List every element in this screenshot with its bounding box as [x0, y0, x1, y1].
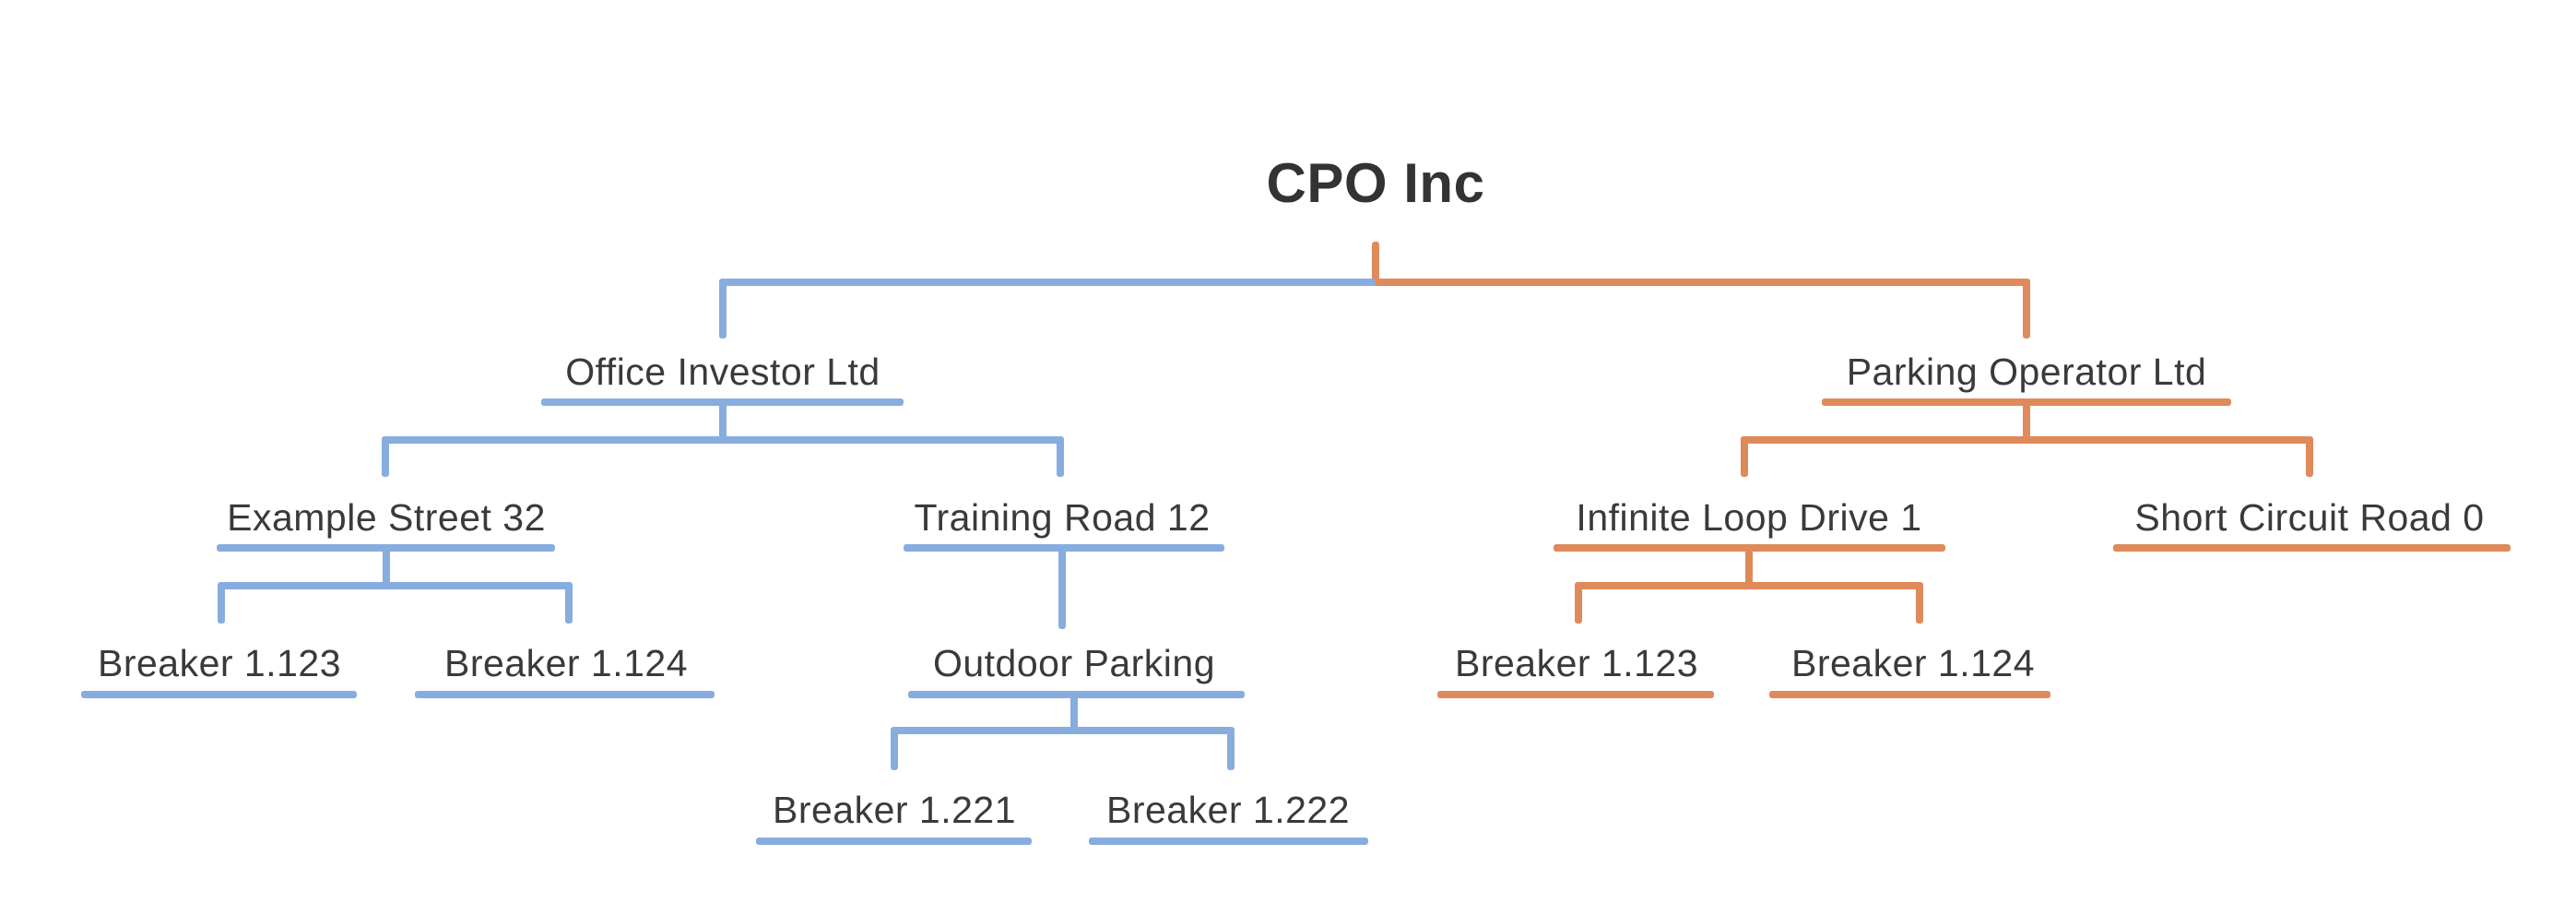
connector-stem-parking-operator — [2023, 398, 2030, 444]
connector-root-bar-right — [1376, 279, 2027, 286]
connector-bar-office-children — [385, 436, 1060, 444]
connector-stem-outdoor-parking — [1070, 691, 1078, 734]
connector-drop-breaker-1124-left — [565, 582, 573, 624]
node-label-infinite-loop[interactable]: Infinite Loop Drive 1 — [1576, 496, 1922, 539]
connector-bar-infinite-children — [1578, 582, 1920, 589]
underline-breaker-1123-left — [81, 691, 357, 698]
underline-breaker-1124-left — [415, 691, 715, 698]
node-label-breaker-1124-right[interactable]: Breaker 1.124 — [1790, 642, 2036, 684]
connector-drop-short-circuit — [2306, 436, 2313, 477]
connector-drop-training-road — [1057, 436, 1064, 477]
connector-drop-breaker-1222 — [1227, 727, 1235, 770]
underline-short-circuit — [2113, 544, 2511, 552]
connector-drop-infinite-loop — [1741, 436, 1748, 477]
connector-stem-office-investor — [719, 398, 727, 444]
node-label-breaker-1222[interactable]: Breaker 1.222 — [1105, 789, 1351, 831]
connector-drop-parking-operator — [2023, 279, 2030, 339]
connector-drop-breaker-1221 — [891, 727, 898, 770]
node-label-breaker-1123-left[interactable]: Breaker 1.123 — [97, 642, 342, 684]
node-label-breaker-1221[interactable]: Breaker 1.221 — [772, 789, 1017, 831]
node-label-cpo-inc[interactable]: CPO Inc — [1266, 152, 1485, 214]
underline-breaker-1123-right — [1437, 691, 1714, 698]
node-label-short-circuit[interactable]: Short Circuit Road 0 — [2134, 496, 2485, 539]
connector-stem-example-street — [383, 544, 390, 589]
connector-drop-office-investor — [719, 279, 727, 339]
connector-bar-example-children — [221, 582, 569, 589]
node-label-parking-operator[interactable]: Parking Operator Ltd — [1846, 351, 2207, 393]
connector-root-bar-left — [723, 279, 1376, 286]
connector-bar-outdoor-children — [894, 727, 1231, 734]
node-label-breaker-1123-right[interactable]: Breaker 1.123 — [1454, 642, 1699, 684]
node-label-example-street[interactable]: Example Street 32 — [227, 496, 546, 539]
connector-drop-example-street — [382, 436, 389, 477]
connector-stem-infinite-loop — [1745, 544, 1753, 589]
connector-bar-parking-children — [1741, 436, 2310, 444]
node-label-office-investor[interactable]: Office Investor Ltd — [565, 351, 880, 393]
underline-breaker-1222 — [1089, 838, 1368, 845]
underline-breaker-1221 — [756, 838, 1032, 845]
connector-stem-training-outdoor — [1058, 544, 1066, 629]
connector-drop-breaker-1123-right — [1575, 582, 1582, 624]
node-label-training-road[interactable]: Training Road 12 — [914, 496, 1211, 539]
connector-root-stem — [1372, 242, 1379, 286]
connector-drop-breaker-1124-right — [1916, 582, 1923, 624]
node-label-outdoor-parking[interactable]: Outdoor Parking — [932, 642, 1216, 684]
connector-drop-breaker-1123-left — [218, 582, 225, 624]
underline-breaker-1124-right — [1769, 691, 2050, 698]
node-label-breaker-1124-left[interactable]: Breaker 1.124 — [443, 642, 689, 684]
